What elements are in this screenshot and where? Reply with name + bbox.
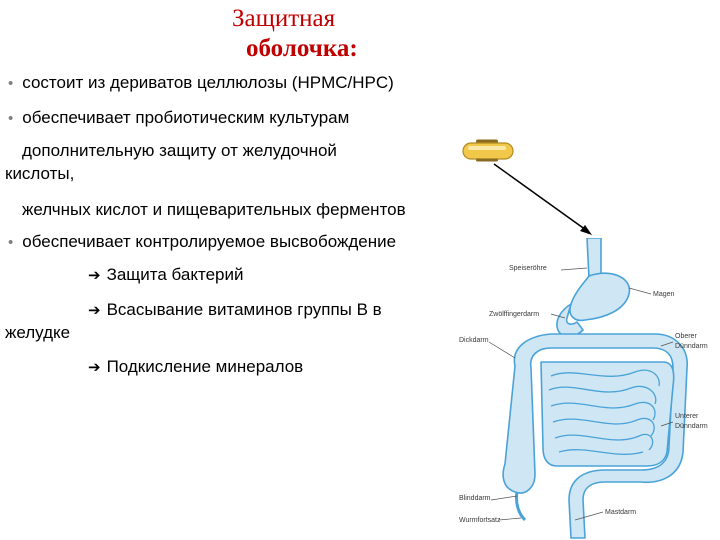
bullet-item-2-continuation-3: желчных кислот и пищеварительных фермент… <box>22 200 406 219</box>
right-arrow-icon: ➔ <box>88 301 101 319</box>
digestive-tract-diagram: Speiseröhre Magen Zwölffingerdarm Dickda… <box>455 238 720 540</box>
capsule-pill-icon <box>462 139 514 162</box>
label-dunndarm-upper: Dünndarm <box>675 343 708 350</box>
sub-item-2-continuation: желудке <box>5 323 71 342</box>
bullet-text: обеспечивает контролируемое высвобождени… <box>22 232 397 251</box>
large-intestine <box>502 333 688 539</box>
right-arrow-icon: ➔ <box>88 358 101 376</box>
sub-item-1: ➔ Защита бактерий <box>88 264 243 286</box>
sub-item-text: Защита бактерий <box>106 265 244 284</box>
bullet-item-3: • обеспечивает контролируемое высвобожден… <box>8 231 396 254</box>
label-unterer: Unterer <box>675 413 699 420</box>
bullet-item-1: • состоит из дериватов целлюлозы (HPMC/HP… <box>8 72 394 95</box>
stomach <box>569 272 631 322</box>
label-dunndarm-lower: Dünndarm <box>675 423 708 430</box>
sub-item-text: Всасывание витаминов группы В в <box>106 300 382 319</box>
bullet-text: состоит из дериватов целлюлозы (HPMC/HPC… <box>22 73 394 92</box>
title-line-2: оболочка: <box>246 35 358 62</box>
appendix <box>515 491 527 522</box>
label-wurmfortsatz: Wurmfortsatz <box>459 517 501 524</box>
bullet-item-2-continuation-2: кислоты, <box>5 164 75 183</box>
title-line-1: Защитная <box>232 5 336 32</box>
label-speiserohre: Speiseröhre <box>509 265 547 272</box>
bullet-item-2-continuation-1: дополнительную защиту от желудочной <box>22 141 337 160</box>
label-mastdarm: Mastdarm <box>605 509 636 516</box>
label-magen: Magen <box>653 291 675 298</box>
label-oberer: Oberer <box>675 333 697 340</box>
small-intestine <box>540 361 675 467</box>
label-blinddarm: Blinddarm <box>459 495 491 502</box>
sub-item-3: ➔ Подкисление минералов <box>88 356 303 378</box>
sub-item-text: Подкисление минералов <box>106 357 304 376</box>
esophagus <box>586 238 602 279</box>
bullet-dot-icon: • <box>8 110 14 127</box>
bullet-dot-icon: • <box>8 234 14 251</box>
bullet-text: обеспечивает пробиотическим культурам <box>22 108 350 127</box>
label-dickdarm: Dickdarm <box>459 337 489 344</box>
bullet-dot-icon: • <box>8 75 14 92</box>
bullet-item-2: • обеспечивает пробиотическим культурам <box>8 107 349 130</box>
sub-item-2: ➔ Всасывание витаминов группы В в <box>88 299 382 321</box>
right-arrow-icon: ➔ <box>88 266 101 284</box>
label-zwolffingerdarm: Zwölffingerdarm <box>489 311 539 318</box>
